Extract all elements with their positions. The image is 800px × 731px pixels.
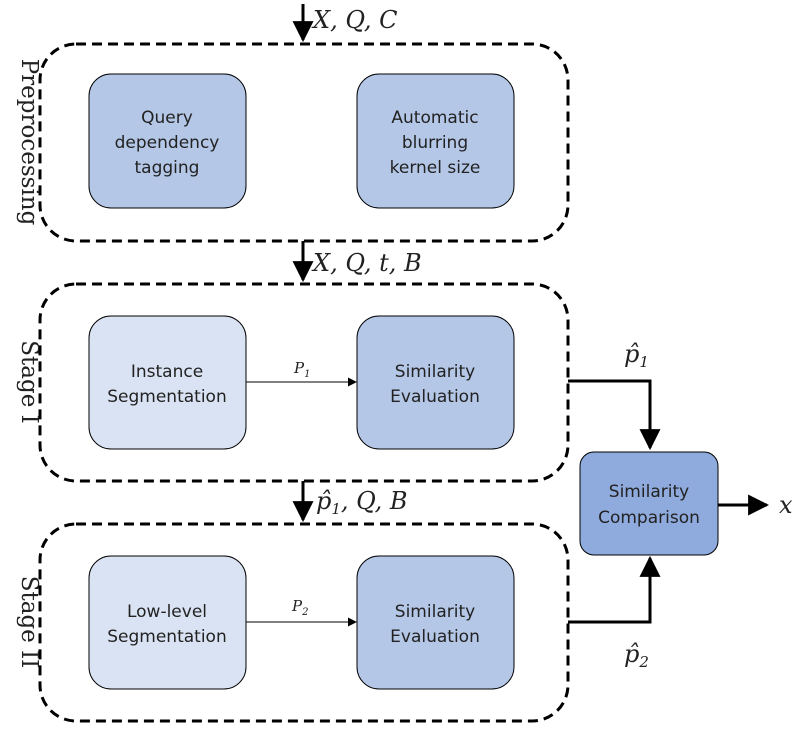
- top-input-label: X, Q, C: [311, 6, 397, 34]
- instance-segmentation-line2: Segmentation: [107, 387, 226, 407]
- stage2-output-path: [568, 555, 661, 624]
- stage1-output-main: p̂: [624, 340, 639, 368]
- blurring-kernel-box: [356, 73, 515, 209]
- stage1-down-label: p̂1, Q, B: [316, 487, 408, 518]
- blurring-kernel-line1: Automatic: [391, 108, 478, 128]
- comparison-line2: Comparison: [598, 508, 700, 528]
- stage1-edge-label: P1: [293, 359, 310, 380]
- preprocessing-label: Preprocessing: [16, 59, 42, 226]
- final-output-label: x: [779, 491, 793, 519]
- query-tagging-line1: Query: [141, 108, 193, 128]
- stage1-down-sub: 1: [331, 500, 341, 518]
- stage1-down-rest: , Q, B: [341, 487, 408, 515]
- lowlevel-segmentation-box: [88, 555, 247, 690]
- blurring-kernel-line3: kernel size: [390, 158, 481, 178]
- stage2-output-sub: 2: [638, 653, 649, 671]
- stage1-similarity-line2: Evaluation: [390, 387, 480, 407]
- stage2-label: Stage II: [16, 576, 42, 669]
- stage1-down-main: p̂: [316, 487, 331, 515]
- query-tagging-box: [88, 73, 247, 209]
- stage1-edge-main: P: [293, 359, 305, 377]
- pre-output-label: X, Q, t, B: [311, 249, 422, 277]
- comparison-line1: Similarity: [609, 482, 689, 502]
- lowlevel-segmentation-line1: Low-level: [127, 602, 207, 622]
- stage2-edge-main: P: [291, 597, 303, 615]
- query-tagging-line2: dependency: [115, 133, 220, 153]
- stage1-output-label: p̂1: [624, 340, 649, 371]
- stage1-label: Stage I: [16, 340, 42, 423]
- stage2-output-main: p̂: [624, 640, 639, 668]
- query-tagging-line3: tagging: [135, 158, 200, 178]
- stage2-group: [38, 522, 570, 723]
- instance-segmentation-box: [88, 315, 247, 450]
- stage1-similarity-box: [356, 315, 515, 450]
- stage2-similarity-line2: Evaluation: [390, 627, 480, 647]
- stage2-output-label: p̂2: [624, 640, 649, 671]
- stage2-edge-sub: 2: [301, 607, 308, 618]
- stage1-output-path: [568, 379, 661, 451]
- similarity-comparison-box: [579, 451, 719, 556]
- stage1-similarity-line1: Similarity: [395, 362, 475, 382]
- stage1-edge-sub: 1: [304, 369, 310, 380]
- stage2-similarity-line1: Similarity: [395, 602, 475, 622]
- stage1-output-sub: 1: [639, 353, 649, 371]
- stage2-edge-label: P2: [291, 597, 308, 618]
- stage2-similarity-box: [356, 555, 515, 690]
- lowlevel-segmentation-line2: Segmentation: [107, 627, 226, 647]
- blurring-kernel-line2: blurring: [402, 133, 468, 153]
- instance-segmentation-line1: Instance: [131, 362, 203, 382]
